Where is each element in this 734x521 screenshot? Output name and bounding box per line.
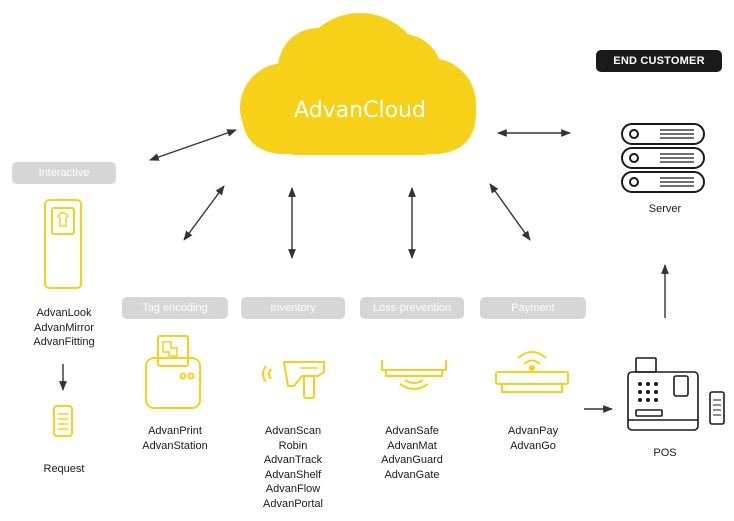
handheld-device-icon (53, 405, 73, 437)
product-name: AdvanShelf (264, 468, 322, 481)
kiosk-icon (44, 199, 82, 289)
product-name: AdvanGo (510, 439, 556, 452)
product-name: AdvanGate (384, 468, 440, 481)
end-customer-badge: END CUSTOMER (596, 50, 722, 72)
tag-printer-icon (145, 335, 201, 409)
interactive-products: AdvanLook AdvanMirror AdvanFitting (10, 306, 118, 350)
product-name: AdvanFlow (265, 483, 321, 495)
category-pill-payment: Payment (480, 297, 586, 319)
category-pill-tag-encoding: Tag encoding (122, 297, 228, 319)
tag-encoding-products: AdvanPrint AdvanStation (122, 424, 228, 453)
server-icon (621, 123, 705, 193)
category-pill-interactive: Interactive (12, 162, 116, 184)
category-pill-inventory: Inventory (241, 297, 345, 319)
arrow-cloud-tag-encoding (183, 185, 225, 241)
product-name: AdvanMat (387, 439, 437, 452)
pos-register-icon (627, 357, 725, 431)
product-name: AdvanStation (142, 439, 208, 452)
request-label: Request (43, 463, 85, 475)
product-name: AdvanLook (36, 307, 92, 319)
product-name: AdvanSafe (385, 425, 439, 437)
eas-antenna-icon (381, 360, 447, 390)
inventory-products: AdvanScan Robin AdvanTrack AdvanShelf Ad… (241, 424, 345, 511)
loss-prevention-products: AdvanSafe AdvanMat AdvanGuard AdvanGate (360, 424, 464, 482)
product-name: AdvanFitting (33, 336, 95, 348)
category-pill-loss-prevention: Loss-prevention (360, 297, 464, 319)
pos-label: POS (653, 447, 677, 459)
product-name: AdvanMirror (34, 321, 94, 334)
payment-terminal-icon (495, 351, 569, 393)
cloud-title: AdvanCloud (294, 98, 426, 123)
advancloud-cloud-shape (240, 13, 477, 155)
rfid-scanner-icon (262, 361, 325, 399)
arrow-cloud-interactive (149, 129, 237, 161)
product-name: AdvanPortal (263, 497, 323, 510)
product-name: AdvanScan (264, 425, 322, 437)
server-label: Server (648, 203, 682, 215)
product-name: AdvanTrack (263, 454, 323, 466)
payment-products: AdvanPay AdvanGo (480, 424, 586, 453)
product-name: AdvanPrint (148, 425, 202, 437)
product-name: AdvanGuard (381, 454, 443, 466)
product-name: AdvanPay (507, 425, 559, 437)
product-name: Robin (278, 439, 308, 452)
arrow-cloud-payment (489, 183, 531, 241)
